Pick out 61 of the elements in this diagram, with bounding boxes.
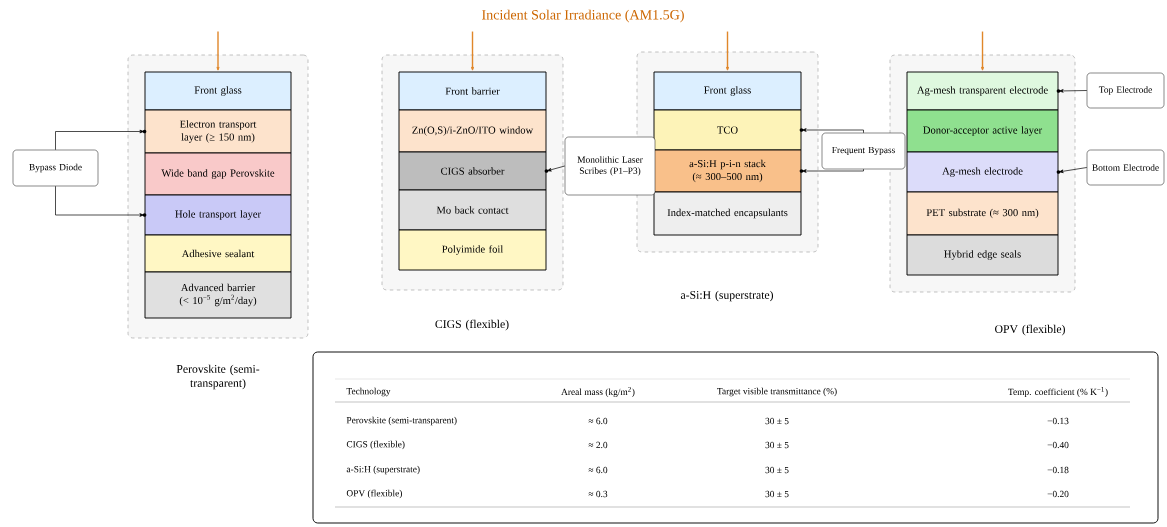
arrow	[1056, 89, 1088, 93]
arrow	[216, 30, 220, 71]
panel-caption: Perovskite (semi-transparent)	[176, 364, 260, 390]
layer-box: a-Si:H p-i-n stack (≈ 300–500 nm)	[653, 149, 802, 193]
table-cell: 30 ± 5	[765, 466, 789, 474]
arrow	[725, 30, 730, 71]
table-cell: 30 ± 5	[765, 417, 789, 425]
layer-box: Ag-mesh transparent electrode	[906, 71, 1059, 111]
arrow	[980, 30, 985, 71]
arrow	[55, 185, 147, 217]
layer-box: Hybrid edge seals	[906, 234, 1059, 276]
table-cell: 30 ± 5	[765, 441, 789, 449]
arrow	[470, 30, 475, 71]
arrow	[1056, 167, 1088, 174]
table-cell: ≈ 2.0	[588, 441, 608, 449]
layer-box: PET substrate (≈ 300 nm)	[906, 191, 1059, 236]
table-cell: ≈ 6.0	[588, 417, 608, 425]
layer-box: TCO	[653, 109, 802, 151]
layer-box: Hole transport layer	[144, 194, 292, 236]
callout-box: Monolithic Laser Scribes (P1–P3)	[564, 136, 656, 196]
layer-box: Mo back contact	[398, 189, 547, 231]
table-header: Areal mass (kg/m$^{2}$)	[561, 387, 635, 397]
layer-box: Front barrier	[398, 71, 547, 111]
layer-box: Front glass	[144, 71, 292, 111]
arrow	[55, 129, 147, 151]
arrow	[799, 168, 864, 173]
callout-box: Bottom Electrode	[1086, 149, 1165, 186]
layer-box: Donor-acceptor active layer	[906, 109, 1059, 153]
table-cell: ≈ 0.3	[588, 490, 608, 498]
title: Incident Solar Irradiance (AM1.5G)	[482, 9, 684, 23]
table-cell: a-Si:H (superstrate)	[346, 465, 420, 475]
table-cell: OPV (flexible)	[346, 489, 402, 499]
arrow	[799, 128, 864, 134]
layer-box: Adhesive sealant	[144, 234, 292, 273]
panel-caption: CIGS (flexible)	[435, 319, 509, 331]
panel-caption: OPV (flexible)	[995, 324, 1065, 336]
layer-box: Index-matched encapsulants	[653, 191, 802, 236]
table-cell: Perovskite (semi-transparent)	[346, 416, 457, 426]
table-cell: ≈ 6.0	[588, 466, 608, 474]
layer-box: Advanced barrier (< 10$^{−5}$ g/m$^{2}$/day)	[144, 271, 292, 319]
table-cell: −0.20	[1047, 490, 1069, 498]
table-cell: −0.13	[1047, 417, 1069, 425]
table-header: Target visible transmittance (%)	[717, 387, 837, 397]
panel-caption: a-Si:H (superstrate)	[680, 290, 773, 302]
layer-box: Ag-mesh electrode	[906, 151, 1059, 193]
arrow	[544, 165, 566, 173]
layer-box: Zn(O,S)/i-ZnO/ITO window	[398, 109, 547, 153]
table-cell: −0.18	[1047, 466, 1069, 474]
callout-box: Top Electrode	[1086, 72, 1165, 109]
table-cell: −0.40	[1047, 441, 1069, 449]
layer-box: Wide band gap Perovskite	[144, 152, 292, 196]
table-header: Temp. coefficient (% K$^{−1}$)	[1008, 387, 1108, 397]
table-cell: CIGS (flexible)	[346, 440, 405, 450]
layer-box: Front glass	[653, 71, 802, 111]
callout-box: Bypass Diode	[12, 149, 99, 187]
callout-box: Frequent Bypass	[821, 132, 906, 170]
table-cell: 30 ± 5	[765, 490, 789, 498]
layer-box: CIGS absorber	[398, 151, 547, 191]
layer-box: Polyimide foil	[398, 229, 547, 271]
layer-box: Electron transport layer (≥ 150 nm)	[144, 109, 292, 154]
table-header: Technology	[346, 387, 391, 397]
